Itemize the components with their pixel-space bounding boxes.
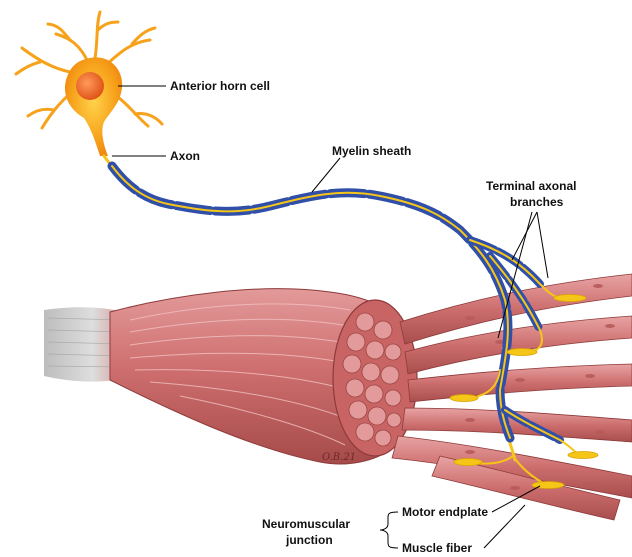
label-axon: Axon (112, 149, 200, 163)
muscle-fibers (392, 274, 632, 520)
neuromuscular-label-line1: Neuromuscular (262, 517, 350, 531)
muscle-bundle: O.B.21 (44, 289, 417, 464)
anterior-horn-cell-label: Anterior horn cell (170, 79, 270, 93)
artist-signature: O.B.21 (322, 452, 356, 463)
junction-brace (380, 512, 398, 548)
terminal-branches-label-line1: Terminal axonal (486, 179, 576, 193)
cell-body (65, 57, 122, 156)
muscle-fiber-label: Muscle fiber (402, 541, 472, 555)
muscle-fiber-3 (408, 364, 632, 402)
terminal-axonal-branches (470, 240, 580, 484)
label-anterior-horn-cell: Anterior horn cell (118, 79, 270, 93)
nucleus (76, 72, 104, 100)
myelin-sheath-label: Myelin sheath (332, 144, 411, 158)
label-neuromuscular-junction: Neuromuscular junction (262, 512, 398, 548)
neuromuscular-label-line2: junction (285, 533, 333, 547)
axon-label: Axon (170, 149, 200, 163)
anterior-horn-cell (16, 12, 162, 156)
motor-endplate-label: Motor endplate (402, 505, 488, 519)
label-myelin-sheath: Myelin sheath (312, 144, 411, 192)
terminal-branches-label-line2: branches (510, 195, 564, 209)
